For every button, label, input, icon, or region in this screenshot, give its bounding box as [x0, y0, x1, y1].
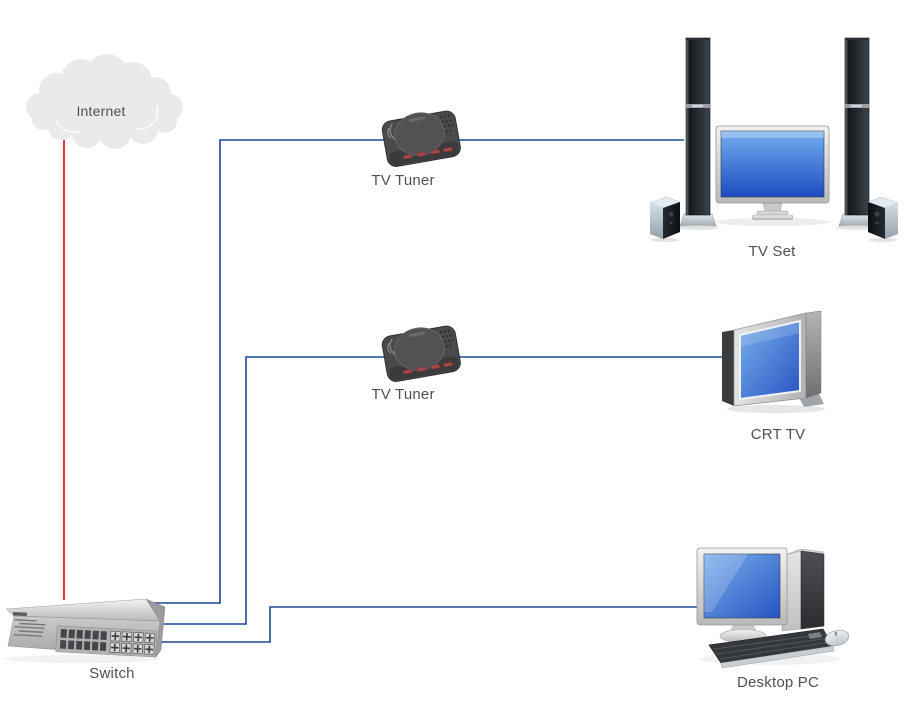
switch-ports — [55, 625, 158, 658]
label-crt-tv: CRT TV — [750, 426, 806, 443]
flat-tv — [715, 125, 830, 220]
tv-shadow — [714, 218, 830, 226]
tv-stand-base — [756, 210, 789, 216]
tv-screen-glare — [721, 131, 824, 138]
crt-screen — [739, 319, 801, 401]
node-tv-tuner-2[interactable] — [379, 321, 463, 384]
edge-switch-to-crttv-via-tuner2[interactable] — [150, 356, 728, 625]
crt-shadow — [727, 405, 825, 413]
pc-keyboard — [708, 628, 835, 669]
label-tv-tuner-2: TV Tuner — [371, 386, 435, 403]
tv-screen — [720, 130, 825, 198]
crt-screen-glare — [740, 321, 800, 347]
tv-stand-foot — [751, 214, 794, 220]
node-crt-tv[interactable] — [722, 310, 825, 413]
pc-tower — [781, 548, 825, 632]
tv-stand-neck — [762, 202, 783, 213]
label-tv-tuner-1: TV Tuner — [371, 172, 435, 189]
switch-front-text — [12, 611, 46, 637]
node-tv-set[interactable] — [649, 37, 899, 243]
label-internet: Internet — [76, 103, 126, 119]
label-desktop-pc: Desktop PC — [736, 674, 820, 691]
pc-mouse — [824, 629, 850, 647]
edge-switch-to-desktop-pc[interactable] — [150, 606, 708, 643]
switch-shadow — [4, 655, 160, 663]
label-switch: Switch — [89, 665, 135, 682]
bookshelf-speaker-left — [649, 196, 681, 243]
label-tv-set: TV Set — [748, 243, 796, 260]
node-desktop-pc[interactable] — [696, 547, 850, 669]
crt-left-side — [722, 330, 734, 406]
crt-right-side — [805, 310, 822, 399]
switch-right-end — [145, 598, 166, 658]
node-internet-cloud[interactable] — [26, 54, 183, 149]
node-tv-tuner-1[interactable] — [379, 106, 463, 169]
bookshelf-speaker-right — [867, 196, 899, 243]
tower-speaker-left — [676, 37, 720, 231]
node-switch[interactable] — [4, 598, 166, 663]
pc-monitor — [696, 547, 788, 643]
